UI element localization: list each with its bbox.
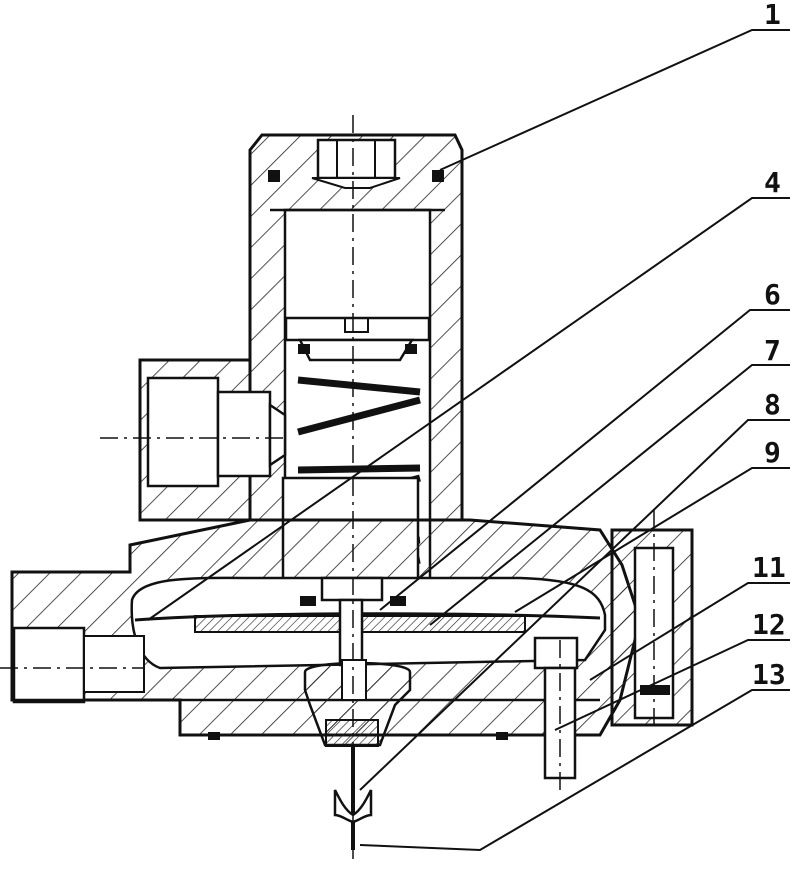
center-bolt <box>300 576 406 667</box>
callout-4: 4 <box>764 166 781 199</box>
callout-1: 1 <box>764 0 781 31</box>
callout-9: 9 <box>764 436 781 469</box>
valve-seat <box>303 659 412 747</box>
callout-7: 7 <box>764 334 781 367</box>
callout-8: 8 <box>764 388 781 421</box>
callout-13: 13 <box>752 658 786 691</box>
valve-stem <box>333 115 373 860</box>
leader-lines <box>147 29 790 852</box>
bottom-stud <box>533 636 579 790</box>
callout-11: 11 <box>752 551 786 584</box>
spring-adjuster <box>284 316 431 362</box>
callout-12: 12 <box>752 608 786 641</box>
callout-6: 6 <box>764 278 781 311</box>
callouts: 1 4 6 7 8 9 11 12 13 <box>752 0 786 691</box>
